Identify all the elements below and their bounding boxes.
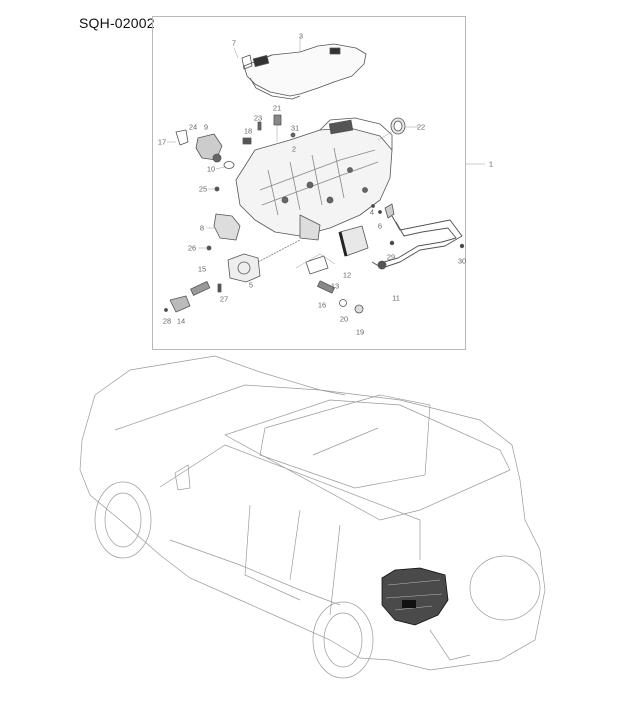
- inverter-cover-part: [233, 36, 367, 100]
- callout-27: 27: [219, 294, 229, 304]
- callout-25: 25: [198, 184, 208, 194]
- callout-9: 9: [203, 122, 209, 132]
- bracket-part: [175, 129, 189, 146]
- callout-18: 18: [243, 126, 253, 136]
- sensor-part: [242, 137, 252, 145]
- drain-plug-part: [354, 304, 364, 314]
- callout-23: 23: [253, 113, 263, 123]
- callout-7: 7: [231, 38, 237, 48]
- pump-part: [227, 253, 261, 283]
- drive-unit-location-highlight: [381, 567, 449, 626]
- exploded-view-frame: [152, 16, 466, 350]
- callout-16: 16: [317, 300, 327, 310]
- callout-15: 15: [197, 264, 207, 274]
- plug-part: [273, 114, 282, 126]
- callout-10: 10: [206, 164, 216, 174]
- callout-22: 22: [416, 122, 426, 132]
- filter-part: [190, 281, 211, 296]
- callout-8: 8: [199, 223, 205, 233]
- vehicle-outline-inset: [79, 355, 546, 679]
- callout-29: 29: [386, 252, 396, 262]
- callout-12: 12: [342, 270, 352, 280]
- transmission-housing-part: [235, 117, 393, 241]
- callout-26: 26: [187, 243, 197, 253]
- callout-30: 30: [457, 256, 467, 266]
- strainer-part: [317, 280, 335, 294]
- seal-washer-part: [339, 299, 347, 307]
- callout-11: 11: [392, 293, 400, 303]
- callout-21: 21: [272, 103, 282, 113]
- callout-24: 24: [188, 122, 198, 132]
- callout-20: 20: [339, 314, 349, 324]
- callout-28: 28: [162, 316, 172, 326]
- coolant-pipe-part: [371, 203, 463, 270]
- callout-2: 2: [291, 144, 297, 154]
- callout-1: 1: [488, 159, 494, 169]
- control-module-part: [213, 213, 241, 241]
- callout-17: 17: [157, 137, 167, 147]
- callout-31: 31: [290, 123, 300, 133]
- callout-3: 3: [298, 31, 304, 41]
- callout-4: 4: [369, 207, 375, 217]
- o-ring-part: [223, 161, 235, 169]
- callout-5: 5: [248, 280, 254, 290]
- spring-part: [217, 283, 222, 293]
- gasket-part: [305, 255, 329, 275]
- bolt-part: [257, 121, 262, 131]
- callout-19: 19: [355, 327, 365, 337]
- callout-13: 13: [330, 281, 340, 291]
- callout-14: 14: [176, 316, 186, 326]
- diagram-code: SQH-02002: [79, 15, 155, 31]
- callout-6: 6: [377, 221, 383, 231]
- cap-part: [169, 295, 191, 313]
